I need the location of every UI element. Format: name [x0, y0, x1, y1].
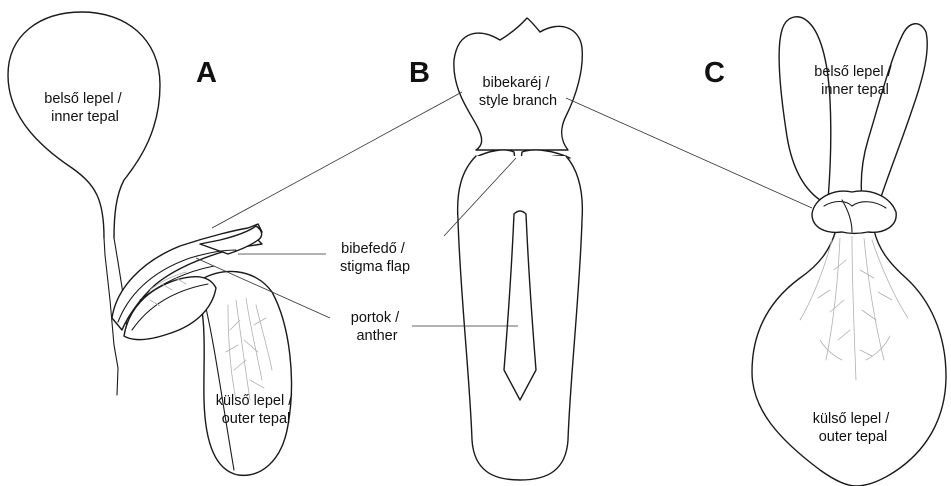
leader-style-branch-c — [566, 98, 812, 208]
inner-tepal-a-shape — [8, 12, 160, 238]
label-style-branch-line1: bibekaréj / — [483, 75, 551, 91]
label-inner-tepal-c-line2: inner tepal — [821, 82, 889, 98]
inner-tepal-c-right — [861, 24, 927, 200]
style-knob-c — [812, 191, 896, 234]
label-stigma-flap-line2: stigma flap — [340, 259, 410, 275]
label-style-branch-line2: style branch — [479, 93, 557, 109]
label-anther: portok / anther — [351, 310, 403, 344]
label-inner-tepal-a-line2: inner tepal — [51, 109, 119, 125]
label-inner-tepal-c-line1: belső lepel / — [814, 64, 892, 80]
label-outer-tepal-c-line2: outer tepal — [819, 429, 888, 445]
label-anther-line1: portok / — [351, 310, 400, 326]
inner-tepal-c-left — [779, 17, 831, 200]
leader-style-branch-a — [212, 92, 462, 228]
label-outer-tepal-a-line1: külső lepel / — [216, 393, 294, 409]
label-outer-tepal-a-line2: outer tepal — [222, 411, 291, 427]
panel-letter-b: B — [409, 57, 430, 89]
panel-letter-a: A — [196, 57, 217, 89]
label-anther-line2: anther — [356, 328, 397, 344]
label-stigma-flap: bibefedő / stigma flap — [340, 241, 410, 275]
panel-letter-c: C — [704, 57, 725, 89]
outer-tepal-c-shape — [752, 230, 946, 486]
label-stigma-flap-line1: bibefedő / — [341, 241, 406, 257]
label-outer-tepal-c-line1: külső lepel / — [813, 411, 891, 427]
label-inner-tepal-a-line1: belső lepel / — [44, 91, 122, 107]
